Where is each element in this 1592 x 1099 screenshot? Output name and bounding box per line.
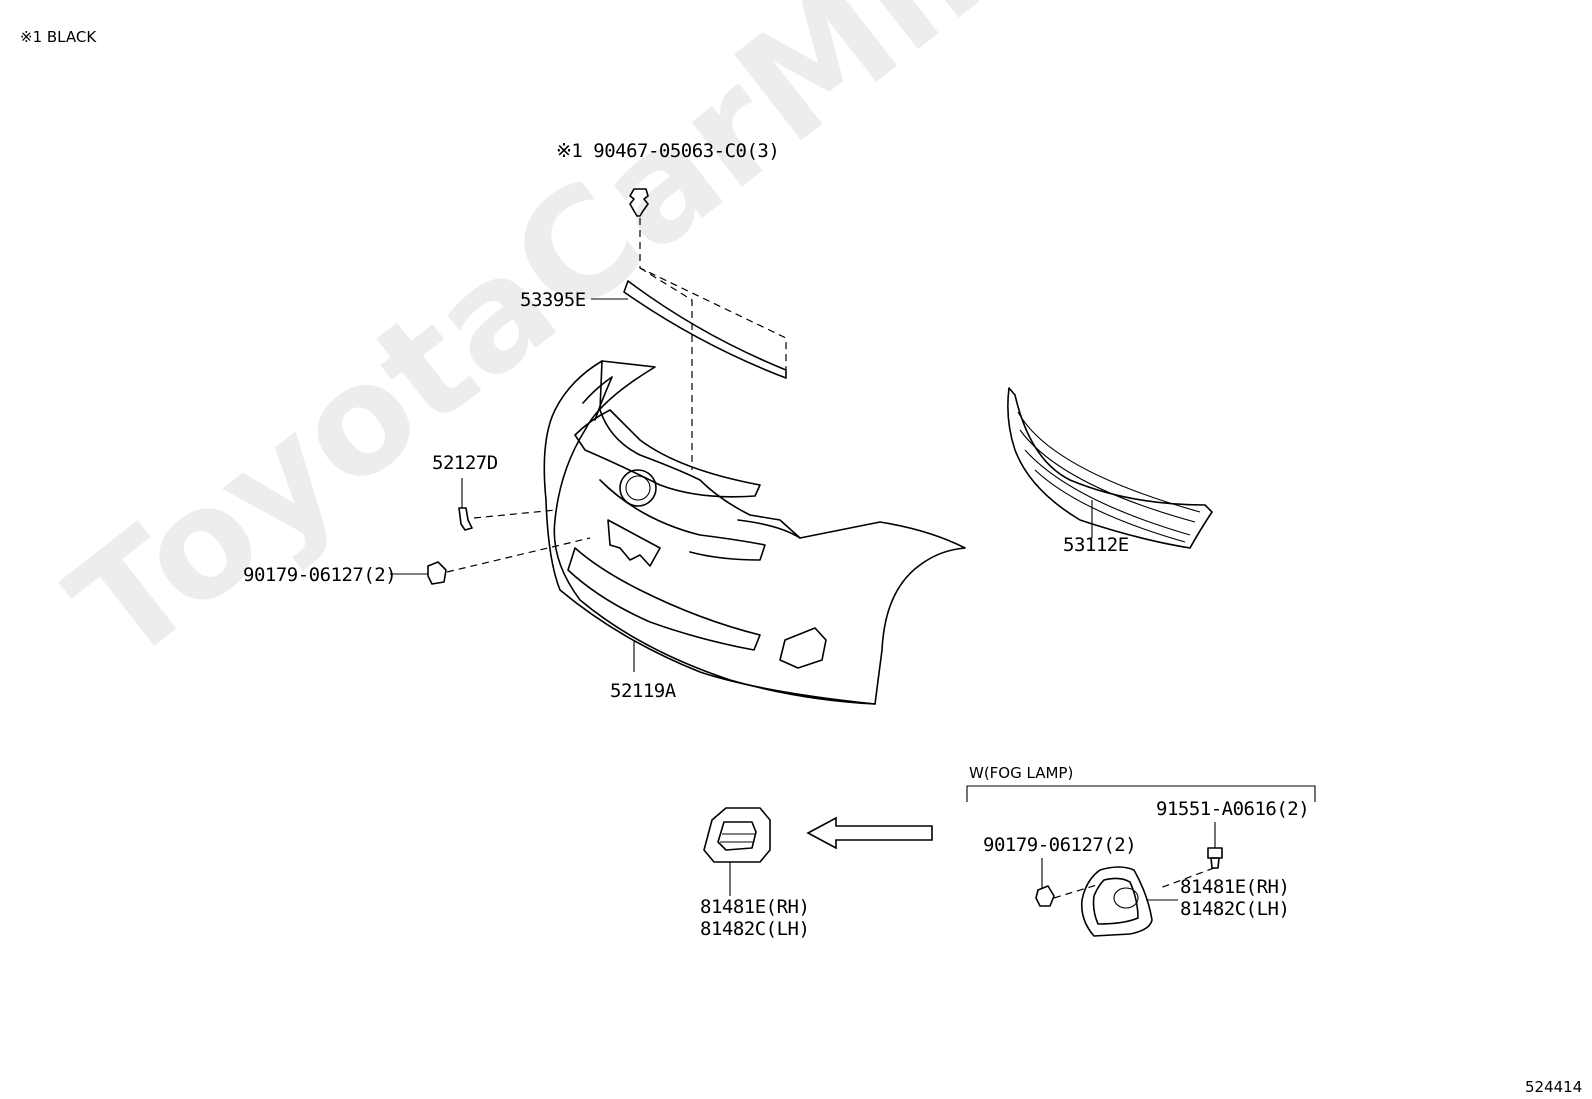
fog-lamp-group-title: W(FOG LAMP) [969, 764, 1074, 782]
label-fog-cover-rh-right[interactable]: 81481E(RH) [1180, 876, 1290, 898]
leader-clip-2 [639, 267, 693, 470]
nut-fog-part[interactable] [1035, 885, 1055, 907]
leader-clip [639, 218, 787, 370]
bolt-fog-part[interactable] [1207, 847, 1223, 869]
direction-arrow [806, 816, 933, 850]
bumper-cover-part[interactable] [543, 360, 966, 705]
leader-bolt-fog-dash [1159, 867, 1215, 889]
leader-nut-fog-dash [1053, 883, 1101, 899]
label-molding[interactable]: 53395E [520, 289, 586, 311]
label-bumper-cover[interactable]: 52119A [610, 680, 676, 702]
bracket-part[interactable] [458, 507, 473, 531]
label-fog-cover-lh-left[interactable]: 81482C(LH) [700, 918, 810, 940]
leader-bracket-dash [473, 509, 557, 519]
nut-left-part[interactable] [427, 561, 447, 585]
figure-number: 524414 [1525, 1078, 1583, 1096]
grille-part[interactable] [1007, 387, 1213, 549]
fog-cover-right-part[interactable] [1080, 866, 1153, 937]
fog-cover-left-part[interactable] [703, 807, 771, 863]
label-nut-left[interactable]: 90179-06127(2) [243, 564, 397, 586]
leader-nut-left-dash [446, 537, 591, 573]
label-fog-cover-rh-left[interactable]: 81481E(RH) [700, 896, 810, 918]
label-nut-fog[interactable]: 90179-06127(2) [983, 834, 1137, 856]
clip-part[interactable] [629, 188, 649, 217]
molding-part[interactable] [623, 280, 787, 379]
label-fog-cover-lh-right[interactable]: 81482C(LH) [1180, 898, 1290, 920]
fog-lamp-group-bracket [966, 785, 1316, 802]
note-text: ※1 BLACK [20, 28, 97, 46]
label-clip-top[interactable]: ※1 90467-05063-C0(3) [556, 140, 780, 162]
label-bracket[interactable]: 52127D [432, 452, 498, 474]
label-grille[interactable]: 53112E [1063, 534, 1129, 556]
label-bolt-fog[interactable]: 91551-A0616(2) [1156, 798, 1310, 820]
